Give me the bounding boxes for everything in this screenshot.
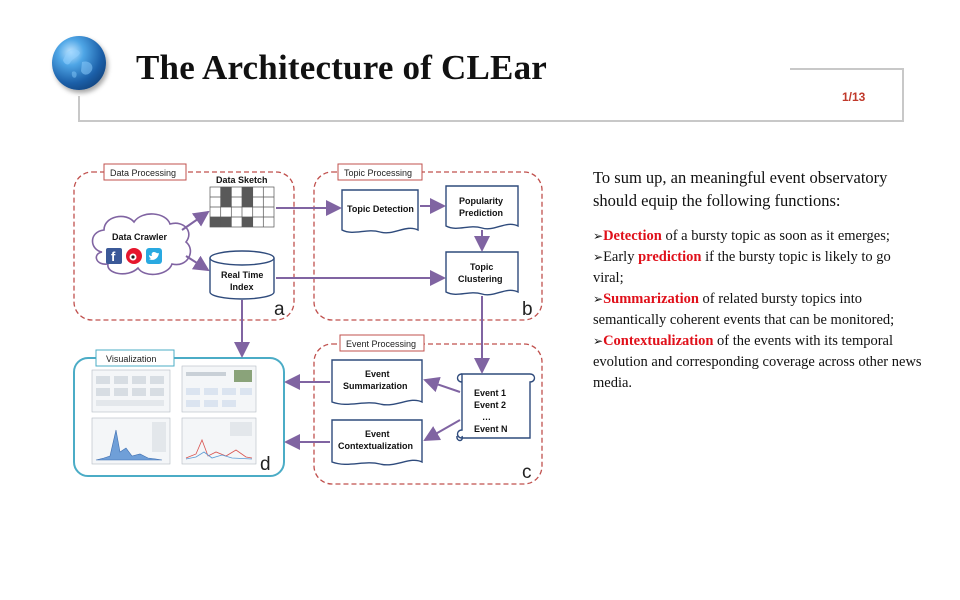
summary-panel: To sum up, an meaningful event observato… — [593, 166, 923, 394]
arrow-events-to-summarization — [423, 376, 461, 393]
data-crawler-label: Data Crawler — [112, 232, 168, 242]
event-contextualization-label-1: Event — [365, 429, 390, 439]
panel-letter-b: b — [522, 299, 533, 320]
bullet-arrow-icon: ➢ — [593, 229, 604, 243]
function-item-prediction: ➢Early prediction if the bursty topic is… — [593, 247, 923, 289]
globe-logo-icon — [52, 36, 106, 90]
event-item-2: Event 2 — [474, 400, 506, 410]
event-item-1: Event 1 — [474, 388, 506, 398]
function-text-summarization: of related bursty topics into semantical… — [593, 291, 895, 328]
function-text-contextualization: of the events with its temporal evolutio… — [593, 333, 922, 391]
panel-letter-a: a — [274, 299, 285, 320]
topic-detection-box: Topic Detection — [341, 189, 419, 234]
dashboard-thumbnail-4 — [181, 417, 257, 465]
panel-label-topic-processing: Topic Processing — [344, 168, 412, 178]
architecture-diagram: Data Processing a Topic Processing b Eve… — [70, 160, 556, 490]
topic-clustering-label-2: Clustering — [458, 274, 503, 284]
panel-topic-processing: Topic Processing b — [313, 163, 543, 321]
frame-line-top — [790, 68, 904, 70]
arrow-crawler-to-sketch — [181, 210, 210, 231]
highlight-detection: Detection — [603, 228, 662, 244]
function-item-contextualization: ➢Contextualization of the events with it… — [593, 331, 923, 394]
panel-data-processing: Data Processing a — [73, 163, 295, 321]
real-time-label-1: Real Time — [221, 270, 263, 280]
panel-label-event-processing: Event Processing — [346, 339, 416, 349]
topic-clustering-box: Topic Clustering — [445, 251, 519, 296]
highlight-summarization: Summarization — [603, 291, 699, 307]
dashboard-thumbnail-3 — [91, 417, 171, 465]
panel-event-processing: Event Processing c — [313, 334, 543, 485]
bullet-arrow-icon: ➢ — [593, 250, 604, 264]
panel-letter-d: d — [260, 454, 271, 475]
real-time-label-2: Index — [230, 282, 254, 292]
panel-visualization: Visualization d — [73, 349, 285, 477]
event-summarization-box: Event Summarization — [331, 359, 423, 406]
arrow-events-to-contextualization — [423, 419, 461, 441]
data-sketch-label: Data Sketch — [216, 175, 268, 185]
frame-line-right — [902, 68, 904, 121]
data-crawler-cloud: Data Crawler f — [91, 213, 192, 276]
highlight-prediction: prediction — [638, 249, 702, 265]
event-item-ellipsis: … — [482, 412, 491, 422]
svg-text:f: f — [111, 249, 116, 264]
event-contextualization-label-2: Contextualization — [338, 441, 413, 451]
page-number: 1/13 — [842, 90, 866, 104]
slide-title: The Architecture of CLEar — [136, 48, 548, 87]
function-list: ➢Detection of a bursty topic as soon as … — [593, 226, 923, 394]
highlight-contextualization: Contextualization — [603, 333, 714, 349]
function-item-summarization: ➢Summarization of related bursty topics … — [593, 289, 923, 331]
facebook-icon — [106, 248, 122, 264]
flow-arrows — [181, 198, 490, 450]
popularity-prediction-box: Popularity Prediction — [445, 185, 519, 230]
summary-intro: To sum up, an meaningful event observato… — [593, 168, 888, 210]
bullet-arrow-icon: ➢ — [593, 334, 604, 348]
panel-label-visualization: Visualization — [106, 354, 156, 364]
panel-letter-c: c — [522, 462, 532, 483]
topic-clustering-label-1: Topic — [470, 262, 493, 272]
frame-line-left — [78, 96, 80, 121]
function-text-detection: of a bursty topic as soon as it emerges; — [661, 228, 890, 244]
topic-detection-label: Topic Detection — [347, 204, 414, 214]
dashboard-thumbnail-2 — [181, 365, 257, 413]
popularity-label-2: Prediction — [459, 208, 503, 218]
function-prefix-prediction: Early — [603, 249, 639, 265]
data-sketch: Data Sketch — [209, 175, 275, 228]
event-item-n: Event N — [474, 424, 508, 434]
event-summarization-label-1: Event — [365, 369, 390, 379]
frame-line-bottom — [78, 120, 904, 122]
events-scroll: Event 1 Event 2 … Event N — [456, 373, 536, 442]
arrow-crawler-to-index — [185, 255, 210, 272]
event-summarization-label-2: Summarization — [343, 381, 408, 391]
popularity-label-1: Popularity — [459, 196, 503, 206]
function-text-prediction: if the bursty topic is likely to go vira… — [593, 249, 891, 286]
function-item-detection: ➢Detection of a bursty topic as soon as … — [593, 226, 923, 247]
bullet-arrow-icon: ➢ — [593, 292, 604, 306]
real-time-index-cylinder: Real Time Index — [209, 250, 275, 300]
event-contextualization-box: Event Contextualization — [331, 419, 423, 466]
dashboard-thumbnail-1 — [91, 369, 171, 413]
panel-label-data-processing: Data Processing — [110, 168, 176, 178]
